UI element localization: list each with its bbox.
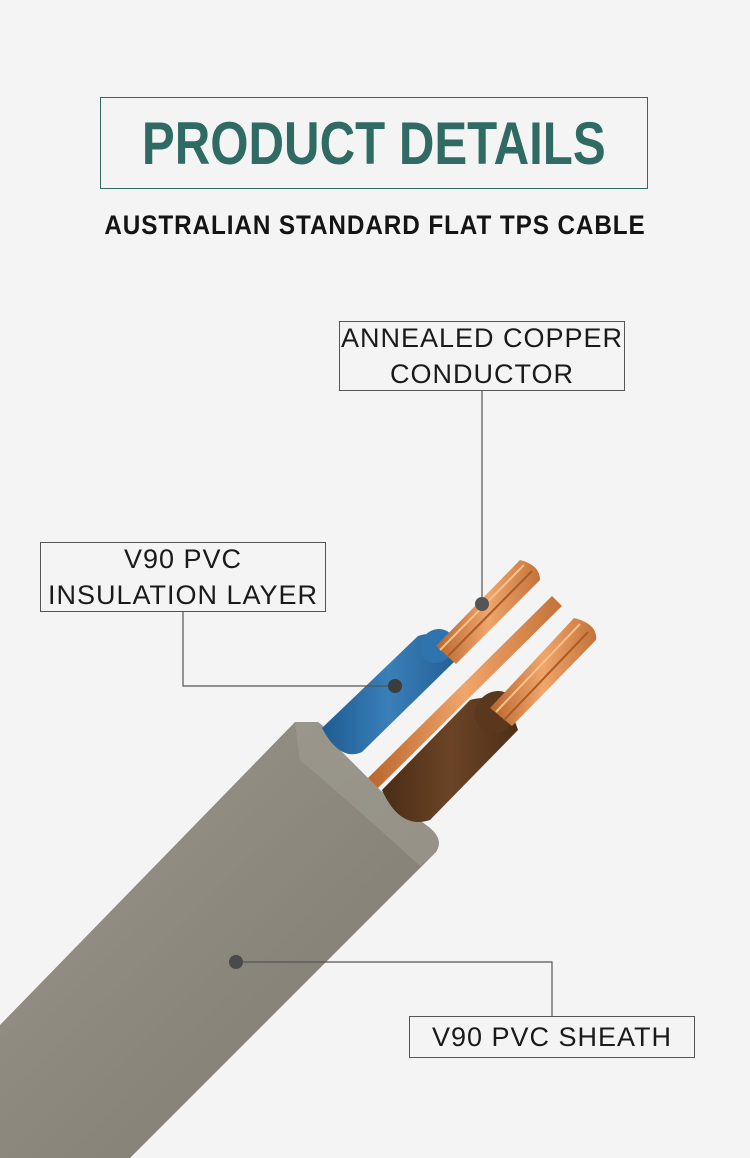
copper-conductor-label: ANNEALED COPPER CONDUCTOR bbox=[339, 321, 625, 391]
copper-strands-brown bbox=[490, 618, 597, 726]
insulation-label-line1: V90 PVC bbox=[123, 544, 243, 574]
copper-label-line1: ANNEALED COPPER bbox=[340, 323, 624, 353]
leader-lines bbox=[182, 391, 553, 1016]
page-subtitle: AUSTRALIAN STANDARD FLAT TPS CABLE bbox=[104, 210, 646, 240]
page-title-box: PRODUCT DETAILS bbox=[100, 97, 648, 189]
copper-callout-dot bbox=[475, 597, 489, 611]
earth-conductor bbox=[368, 596, 562, 788]
sheath-body bbox=[0, 722, 439, 1158]
page-title: PRODUCT DETAILS bbox=[142, 109, 606, 177]
insulation-layer-label: V90 PVC INSULATION LAYER bbox=[40, 542, 326, 612]
insulation-callout-dot bbox=[388, 679, 402, 693]
sheath-callout-dot bbox=[229, 955, 243, 969]
sheath-label-text: V90 PVC SHEATH bbox=[431, 1022, 673, 1052]
copper-strands-blue bbox=[436, 560, 540, 664]
sheath-label: V90 PVC SHEATH bbox=[409, 1016, 695, 1058]
copper-label-line2: CONDUCTOR bbox=[390, 359, 574, 389]
insulation-label-line2: INSULATION LAYER bbox=[47, 580, 319, 610]
